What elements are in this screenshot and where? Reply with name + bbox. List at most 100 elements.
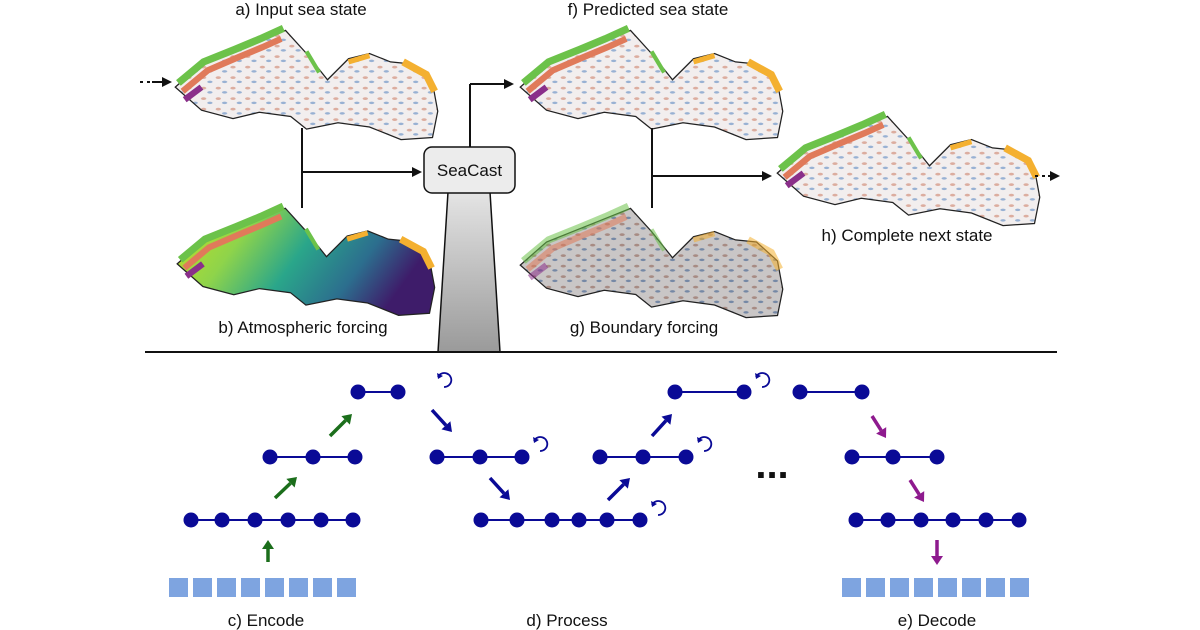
decode-arrow-head: [931, 556, 943, 565]
label-input-sea-state: a) Input sea state: [235, 0, 366, 19]
encode-level-1-node: [280, 512, 296, 528]
encode-level-1-node: [313, 512, 329, 528]
encode-level-1-node: [247, 512, 263, 528]
label-complete-next-state: h) Complete next state: [821, 226, 992, 245]
process-arrow-head: [619, 478, 630, 489]
process-arrow-shaft: [606, 483, 625, 502]
decode-grid-cell: [1010, 578, 1029, 597]
encode-level-1-node: [345, 512, 361, 528]
decode-arrow-head: [876, 427, 887, 438]
decode-level-1-node: [848, 512, 864, 528]
decode-arrow-head: [914, 491, 925, 502]
process-level-3-node: [736, 384, 752, 400]
self-loop: [437, 372, 453, 388]
process-level-2b-node: [678, 449, 694, 465]
process-level-1-node: [509, 512, 525, 528]
process-level-1-node: [632, 512, 648, 528]
process-arrow-shaft: [650, 419, 668, 438]
boundary-forcing-map: [519, 206, 784, 319]
process-arrow-head: [499, 489, 510, 500]
label-atmospheric-forcing: b) Atmospheric forcing: [218, 318, 387, 337]
process-level-2a-node: [514, 449, 530, 465]
encode-arrow-head: [286, 477, 297, 488]
encode-grid-cell: [241, 578, 260, 597]
encode-grid-cell: [313, 578, 332, 597]
encode-level-2-node: [347, 449, 363, 465]
top-connectors: [140, 77, 1060, 208]
decode-arrow-shaft: [870, 415, 883, 432]
process-level-1-node: [544, 512, 560, 528]
decode-grid-cell: [890, 578, 909, 597]
input-sea-state-map: [174, 28, 439, 141]
encode-arrow-head: [262, 540, 274, 549]
encode-level-2-node: [262, 449, 278, 465]
encode-grid-cell: [265, 578, 284, 597]
label-decode: e) Decode: [898, 611, 976, 630]
complete-next-state-map: [776, 114, 1041, 227]
self-loop-head: [697, 437, 703, 443]
process-level-1-node: [599, 512, 615, 528]
decode-grid-cell: [866, 578, 885, 597]
ellipsis: ...: [755, 443, 788, 487]
self-loop-head: [437, 373, 443, 379]
process-level-1-node: [571, 512, 587, 528]
self-loop: [697, 436, 713, 452]
encode-arrow-shaft: [328, 419, 347, 438]
process-level-1-node: [473, 512, 489, 528]
label-predicted-sea-state: f) Predicted sea state: [568, 0, 729, 19]
encode-level-1-node: [214, 512, 230, 528]
encode-level-3-node: [350, 384, 366, 400]
decode-grid-cell: [914, 578, 933, 597]
graph-network: [169, 372, 1029, 597]
decode-level-3-node: [854, 384, 870, 400]
encode-level-2-node: [305, 449, 321, 465]
seacast-label: SeaCast: [437, 161, 502, 180]
process-level-2a-node: [472, 449, 488, 465]
label-process: d) Process: [526, 611, 607, 630]
process-arrow-head: [441, 421, 452, 432]
encode-grid-cell: [217, 578, 236, 597]
self-loop-head: [533, 437, 539, 443]
process-level-2b-node: [592, 449, 608, 465]
decode-level-1-node: [978, 512, 994, 528]
model-funnel: [437, 191, 501, 353]
decode-level-1-node: [1011, 512, 1027, 528]
predicted-sea-state-map: [519, 28, 784, 141]
encode-grid-cell: [169, 578, 188, 597]
decode-level-1-node: [880, 512, 896, 528]
process-arrow-shaft: [488, 476, 506, 495]
encode-level-1-node: [183, 512, 199, 528]
process-level-3-node: [667, 384, 683, 400]
label-encode: c) Encode: [228, 611, 305, 630]
self-loop-head: [755, 373, 761, 379]
self-loop: [651, 500, 667, 516]
self-loop: [755, 372, 771, 388]
decode-level-1-node: [913, 512, 929, 528]
encode-arrow-head: [341, 414, 352, 425]
encode-grid-cell: [289, 578, 308, 597]
decode-level-2-node: [929, 449, 945, 465]
decode-arrow-shaft: [908, 479, 921, 496]
self-loop: [533, 436, 549, 452]
process-level-2b-node: [635, 449, 651, 465]
decode-level-2-node: [844, 449, 860, 465]
decode-level-2-node: [885, 449, 901, 465]
seacast-model-box: SeaCast: [423, 146, 516, 194]
process-arrow-head: [661, 414, 672, 425]
encode-grid-cell: [337, 578, 356, 597]
process-arrow-shaft: [430, 408, 448, 427]
label-boundary-forcing: g) Boundary forcing: [570, 318, 718, 337]
decode-grid-cell: [938, 578, 957, 597]
encode-grid-cell: [193, 578, 212, 597]
process-level-2a-node: [429, 449, 445, 465]
decode-level-3-node: [792, 384, 808, 400]
decode-grid-cell: [986, 578, 1005, 597]
encode-level-3-node: [390, 384, 406, 400]
encode-arrow-shaft: [273, 481, 292, 500]
decode-level-1-node: [945, 512, 961, 528]
atmospheric-forcing-map: [176, 206, 436, 316]
decode-grid-cell: [842, 578, 861, 597]
self-loop-head: [651, 501, 657, 507]
decode-grid-cell: [962, 578, 981, 597]
